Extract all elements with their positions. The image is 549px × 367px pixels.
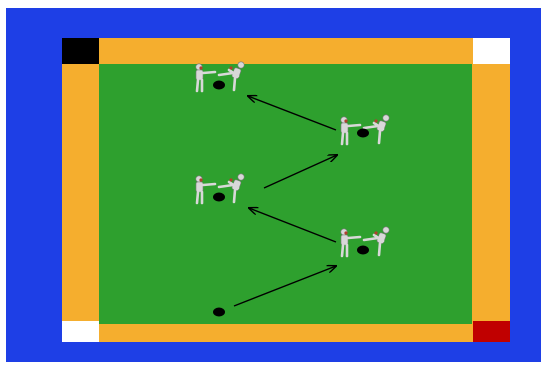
corner-marker-top-right bbox=[473, 38, 510, 64]
pitch bbox=[99, 64, 472, 324]
ball-icon bbox=[213, 81, 225, 90]
corner-marker-bottom-right bbox=[473, 321, 510, 342]
ball-icon bbox=[213, 193, 225, 202]
drill-diagram: #player-shape .head { fill: #d8d8d8; str… bbox=[6, 8, 541, 362]
ball-icon bbox=[357, 129, 369, 138]
drill-diagram-canvas: #player-shape .head { fill: #d8d8d8; str… bbox=[6, 8, 541, 362]
corner-marker-bottom-left bbox=[62, 321, 99, 342]
ball-icon bbox=[357, 246, 369, 255]
corner-marker-top-left bbox=[62, 38, 99, 64]
ball-icon bbox=[213, 308, 225, 317]
